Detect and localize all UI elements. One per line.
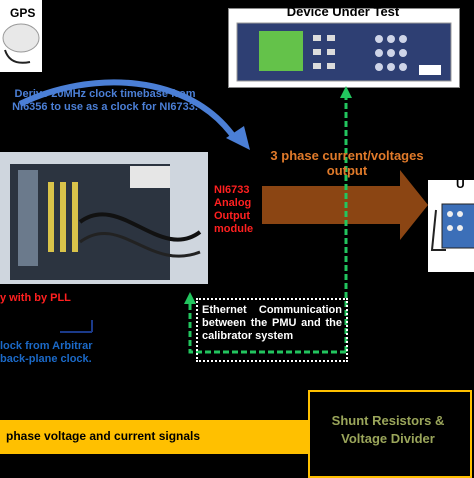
ni-chassis-image (0, 152, 208, 284)
gps-antenna-image (0, 0, 42, 72)
clock-line (60, 320, 93, 333)
pll-label: y with by PLL (0, 292, 71, 304)
gps-antenna-icon (2, 23, 40, 64)
ethernet-box (196, 298, 348, 362)
shunt-box (308, 390, 472, 478)
ethernet-label: Ethernet Communication between the PMU a… (202, 304, 342, 342)
signals-label: phase voltage and current signals (6, 429, 201, 443)
ethernet-arrow-left (188, 300, 346, 354)
clock-arrowhead-icon (226, 126, 250, 150)
calibrator-unit-image (428, 180, 474, 272)
clock-arrow (18, 79, 239, 142)
device-under-test-image (228, 8, 460, 88)
ethernet-arrowhead-icon (340, 86, 352, 98)
clock-derive-label: Derive 20MHz clock timebase from NI6356 … (12, 88, 198, 113)
backplane-clock-label: lock from Arbitrar back-plane clock. (0, 340, 93, 365)
ethernet-arrowhead-left-icon (184, 292, 196, 304)
device-under-test-label: Device Under Test (286, 4, 400, 19)
signals-bar (0, 420, 310, 454)
shunt-label: Shunt Resistors & Voltage Divider (331, 413, 445, 446)
ni6733-label: NI6733 Analog Output module (214, 184, 254, 235)
unit-label: U (456, 177, 465, 191)
lcd-screen-icon (259, 31, 303, 71)
phase-output-label: 3 phase current/voltages output (270, 148, 424, 178)
gps-label: GPS (10, 6, 36, 20)
